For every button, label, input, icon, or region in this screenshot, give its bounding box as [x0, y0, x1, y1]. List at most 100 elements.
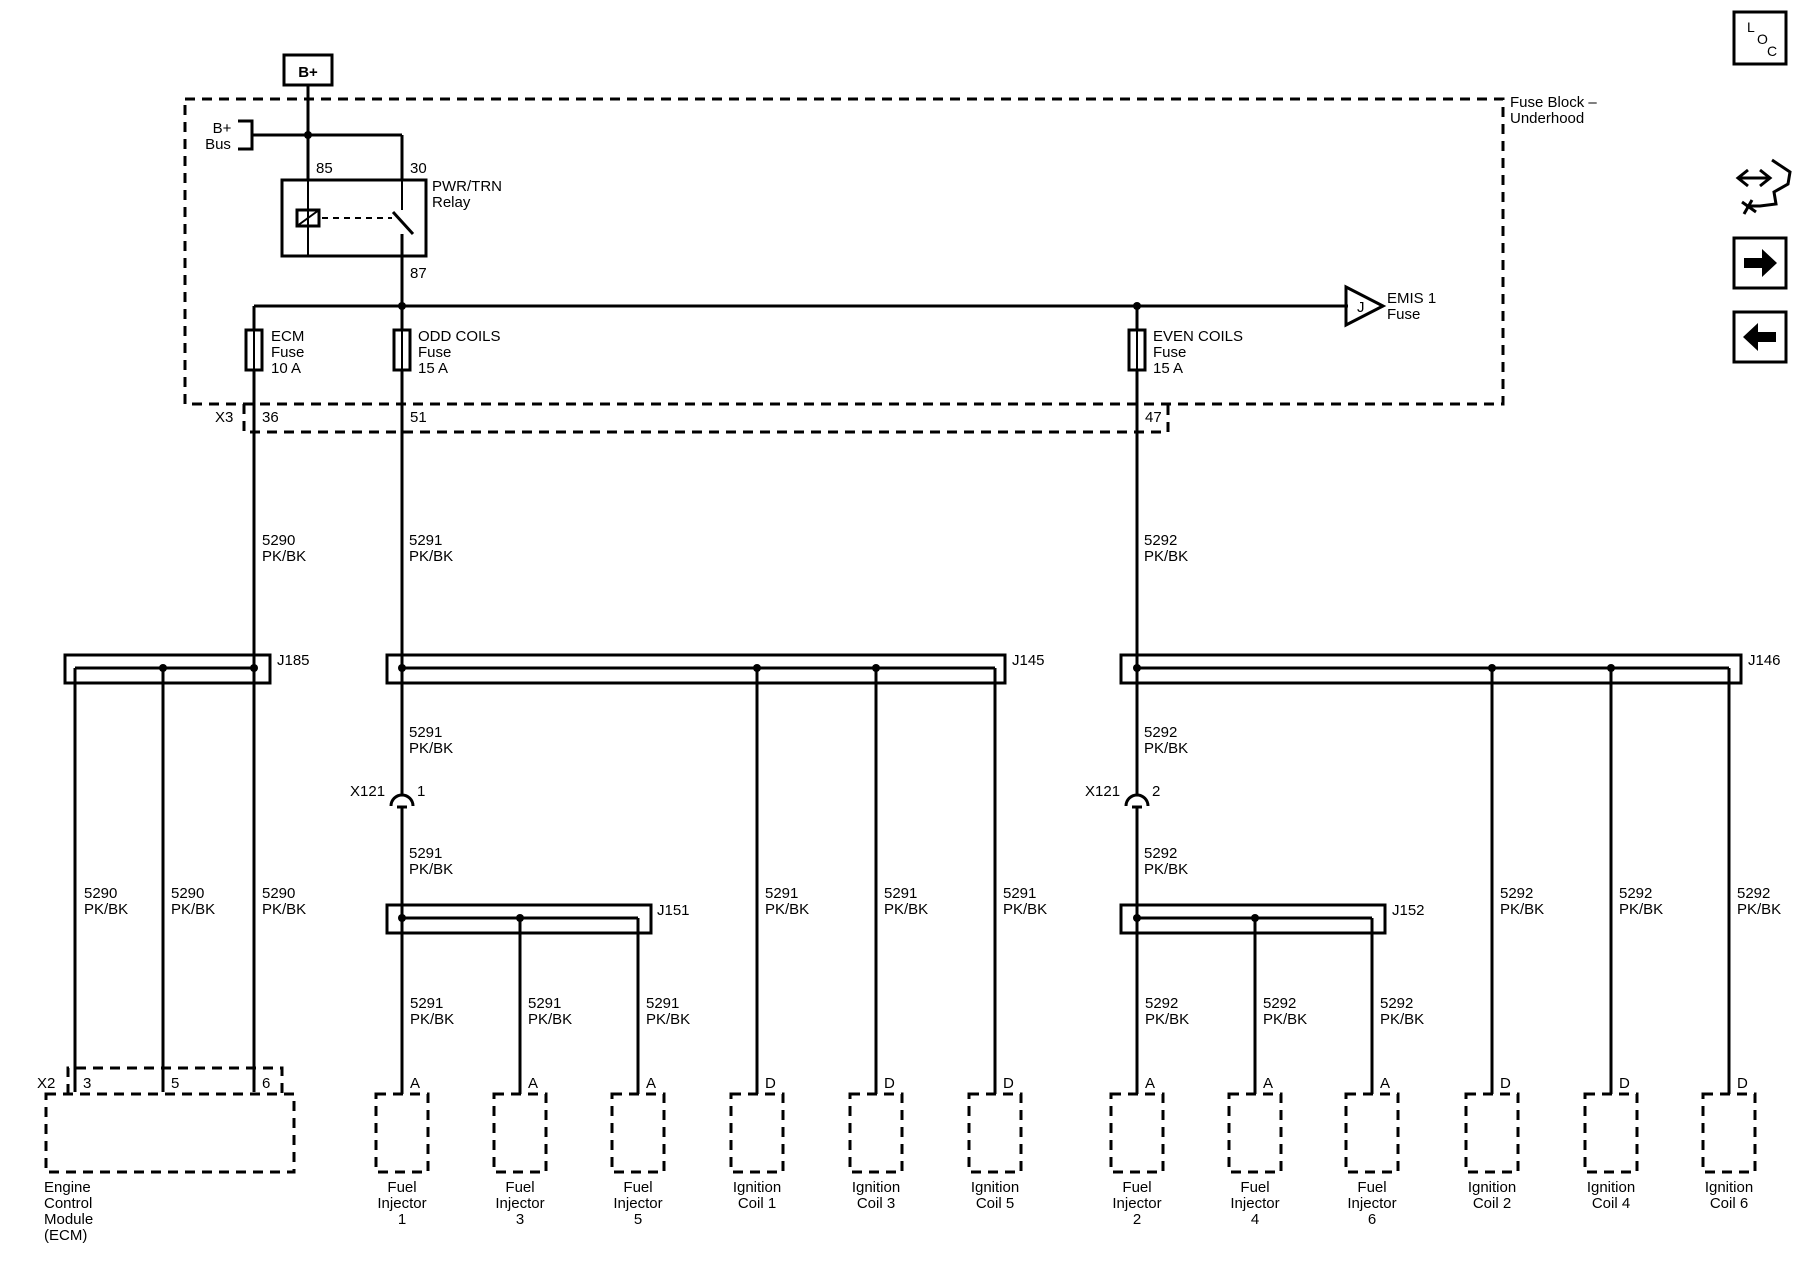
- relay-label-2: Relay: [432, 194, 471, 211]
- emis-fuse-letter: J: [1357, 299, 1365, 316]
- wire-5291-color: PK/BK: [409, 548, 453, 565]
- relay-coil: [295, 208, 321, 228]
- component-label-2-9: Injector: [1347, 1195, 1396, 1212]
- ecm-label-3: Module: [44, 1211, 93, 1228]
- component-label-1-3: Fuel: [623, 1179, 652, 1196]
- pwr-trn-relay: [280, 178, 428, 258]
- x3-connector-outline: [242, 404, 1170, 434]
- wire-5292-j152-circuit: 5292: [1144, 845, 1177, 862]
- component-label-2-7: Injector: [1112, 1195, 1161, 1212]
- component-label-1-8: Fuel: [1240, 1179, 1269, 1196]
- fuse-block-label-2: Underhood: [1510, 110, 1584, 127]
- connector-views-icon-wrench[interactable]: [1741, 199, 1757, 215]
- component-wire-color-5: PK/BK: [884, 901, 928, 918]
- component-wire-color-1: PK/BK: [410, 1011, 454, 1028]
- component-wire-circuit-11: 5292: [1619, 885, 1652, 902]
- component-wire-color-4: PK/BK: [765, 901, 809, 918]
- component-label-2-10: Coil 2: [1473, 1195, 1511, 1212]
- connector-views-icon-plug[interactable]: [1746, 158, 1792, 208]
- component-pin-7: A: [1145, 1075, 1155, 1092]
- component-wire-circuit-9: 5292: [1380, 995, 1413, 1012]
- component-pin-6: D: [1003, 1075, 1014, 1092]
- component-wire-color-10: PK/BK: [1500, 901, 1544, 918]
- component-label-1-7: Fuel: [1122, 1179, 1151, 1196]
- wire-5290-color: PK/BK: [262, 548, 306, 565]
- ecm-label-1: Engine: [44, 1179, 91, 1196]
- component-body-9: [1344, 1092, 1400, 1174]
- component-body-12: [1701, 1092, 1757, 1174]
- x3-pin-36: 36: [262, 409, 279, 426]
- ecm-wire-5-color: PK/BK: [171, 901, 215, 918]
- next-arrow-icon[interactable]: [1732, 236, 1788, 290]
- next-arrow-frame[interactable]: [1732, 236, 1788, 290]
- ecm-fuse-word: Fuse: [271, 344, 304, 361]
- wire-5290-circuit: 5290: [262, 532, 295, 549]
- ecm-wire-5-circuit: 5290: [171, 885, 204, 902]
- component-label-3-9: 6: [1368, 1211, 1376, 1228]
- x121-pin-1: 1: [417, 783, 425, 800]
- ecm-wire-6-color: PK/BK: [262, 901, 306, 918]
- emis-fuse-label-1: EMIS 1: [1387, 290, 1436, 307]
- component-label-3-8: 4: [1251, 1211, 1259, 1228]
- component-label-2-5: Coil 3: [857, 1195, 895, 1212]
- component-wire-circuit-8: 5292: [1263, 995, 1296, 1012]
- component-wire-circuit-10: 5292: [1500, 885, 1533, 902]
- component-wire-circuit-4: 5291: [765, 885, 798, 902]
- splice-j145: [385, 653, 1007, 685]
- wire-5291-j151-circuit: 5291: [409, 845, 442, 862]
- loc-icon-frame[interactable]: [1732, 10, 1788, 66]
- component-label-2-3: Injector: [613, 1195, 662, 1212]
- loc-letter-l: L: [1747, 19, 1755, 35]
- component-label-2-1: Injector: [377, 1195, 426, 1212]
- component-body-2: [492, 1092, 548, 1174]
- x121-pin-1-female: [389, 793, 415, 807]
- component-wire-circuit-3: 5291: [646, 995, 679, 1012]
- component-label-1-6: Ignition: [971, 1179, 1019, 1196]
- even-fuse-word: Fuse: [1153, 344, 1186, 361]
- b-plus-bus-label-2: Bus: [205, 136, 231, 153]
- ecm-wire-3-circuit: 5290: [84, 885, 117, 902]
- component-wire-circuit-5: 5291: [884, 885, 917, 902]
- next-arrow-glyph[interactable]: [1744, 249, 1777, 277]
- component-pin-2: A: [528, 1075, 538, 1092]
- x121-label-1: X121: [350, 783, 385, 800]
- component-label-1-5: Ignition: [852, 1179, 900, 1196]
- component-wire-color-8: PK/BK: [1263, 1011, 1307, 1028]
- splice-j185: [63, 653, 272, 685]
- component-wire-circuit-2: 5291: [528, 995, 561, 1012]
- loc-icon[interactable]: L O C: [1732, 10, 1788, 66]
- connector-views-icon-arrow[interactable]: [1738, 168, 1773, 188]
- wire-5292-circuit: 5292: [1144, 532, 1177, 549]
- component-label-2-2: Injector: [495, 1195, 544, 1212]
- component-body-7: [1109, 1092, 1165, 1174]
- component-label-1-10: Ignition: [1468, 1179, 1516, 1196]
- component-body-3: [610, 1092, 666, 1174]
- component-body-1: [374, 1092, 430, 1174]
- component-label-1-2: Fuel: [505, 1179, 534, 1196]
- previous-arrow-icon[interactable]: [1732, 310, 1788, 364]
- component-wire-color-6: PK/BK: [1003, 901, 1047, 918]
- component-label-2-12: Coil 6: [1710, 1195, 1748, 1212]
- component-body-6: [967, 1092, 1023, 1174]
- ecm-label-4: (ECM): [44, 1227, 87, 1244]
- connector-views-icon-arrow-left[interactable]: [1735, 168, 1749, 188]
- x3-pin-51: 51: [410, 409, 427, 426]
- component-label-1-1: Fuel: [387, 1179, 416, 1196]
- ecm-wire-6-circuit: 5290: [262, 885, 295, 902]
- wire-5292-x121-color: PK/BK: [1144, 740, 1188, 757]
- ecm-pin-5: 5: [171, 1075, 179, 1092]
- ecm-label-2: Control: [44, 1195, 92, 1212]
- ecm-pin-3: 3: [83, 1075, 91, 1092]
- b-plus-bus-label-1: B+: [213, 120, 232, 137]
- connector-views-icon[interactable]: [1735, 158, 1792, 215]
- b-plus-bus-bracket: [238, 119, 254, 151]
- x121-pin-2: 2: [1152, 783, 1160, 800]
- component-wire-circuit-1: 5291: [410, 995, 443, 1012]
- component-pin-11: D: [1619, 1075, 1630, 1092]
- component-wire-color-11: PK/BK: [1619, 901, 1663, 918]
- component-body-10: [1464, 1092, 1520, 1174]
- previous-arrow-glyph[interactable]: [1743, 323, 1776, 351]
- component-label-2-8: Injector: [1230, 1195, 1279, 1212]
- component-wire-circuit-6: 5291: [1003, 885, 1036, 902]
- previous-arrow-frame[interactable]: [1732, 310, 1788, 364]
